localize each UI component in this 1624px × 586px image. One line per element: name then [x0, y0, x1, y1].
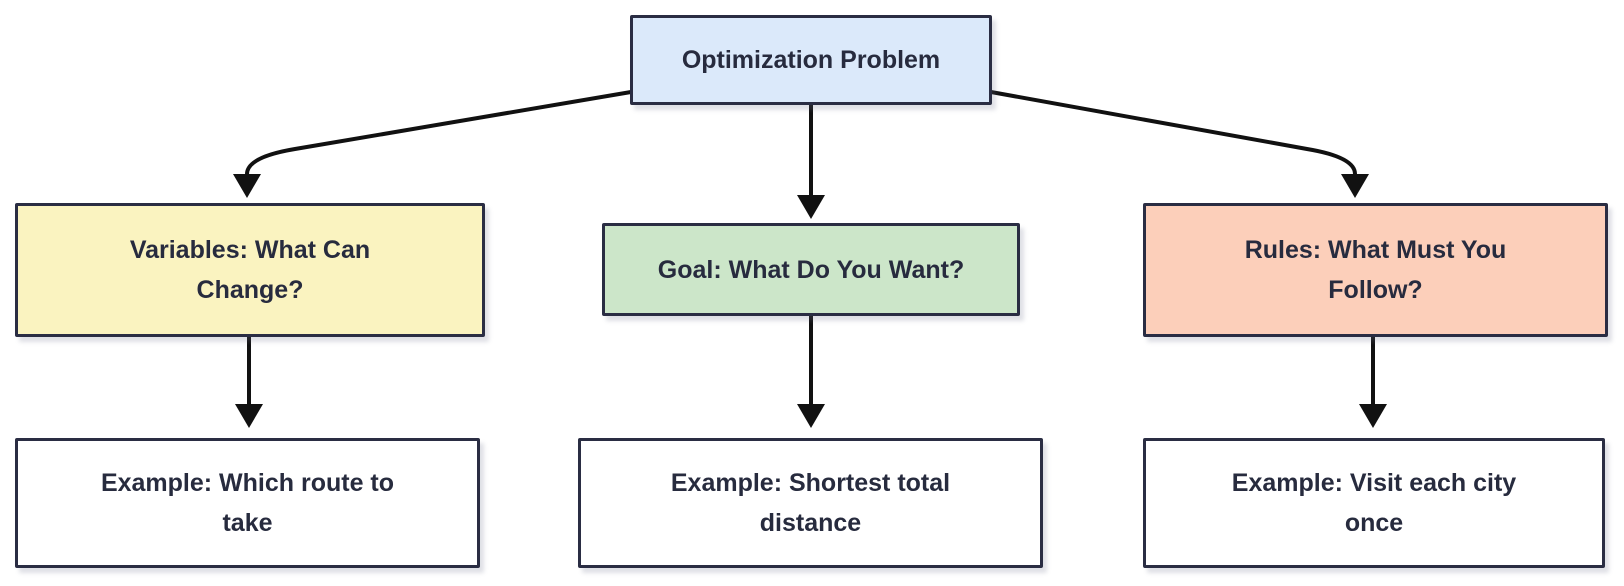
node-example-goal-label: Example: Shortest total distance: [670, 469, 951, 537]
arrowhead-root-to-goal: [797, 195, 825, 219]
arrowhead-rules-to-example: [1359, 404, 1387, 428]
node-goal-label: Goal: What Do You Want?: [657, 255, 965, 284]
node-rules-label: Rules: What Must You Follow?: [1244, 236, 1507, 304]
arrowhead-goal-to-example: [797, 404, 825, 428]
arrowhead-root-to-variables: [233, 174, 261, 198]
node-goal: Goal: What Do You Want?: [602, 223, 1020, 316]
node-variables: Variables: What Can Change?: [15, 203, 485, 337]
node-example-variables-label: Example: Which route to take: [100, 469, 395, 537]
arrowhead-variables-to-example: [235, 404, 263, 428]
node-optimization-problem: Optimization Problem: [630, 15, 992, 105]
node-example-variables: Example: Which route to take: [15, 438, 480, 568]
node-example-goal: Example: Shortest total distance: [578, 438, 1043, 568]
node-example-rules: Example: Visit each city once: [1143, 438, 1605, 568]
node-example-rules-label: Example: Visit each city once: [1231, 469, 1517, 537]
edge-root-to-rules: [989, 90, 1357, 178]
arrowhead-root-to-rules: [1341, 174, 1369, 198]
edge-root-to-variables: [245, 90, 633, 178]
node-optimization-problem-label: Optimization Problem: [681, 46, 941, 74]
node-variables-label: Variables: What Can Change?: [129, 236, 371, 304]
node-rules: Rules: What Must You Follow?: [1143, 203, 1608, 337]
